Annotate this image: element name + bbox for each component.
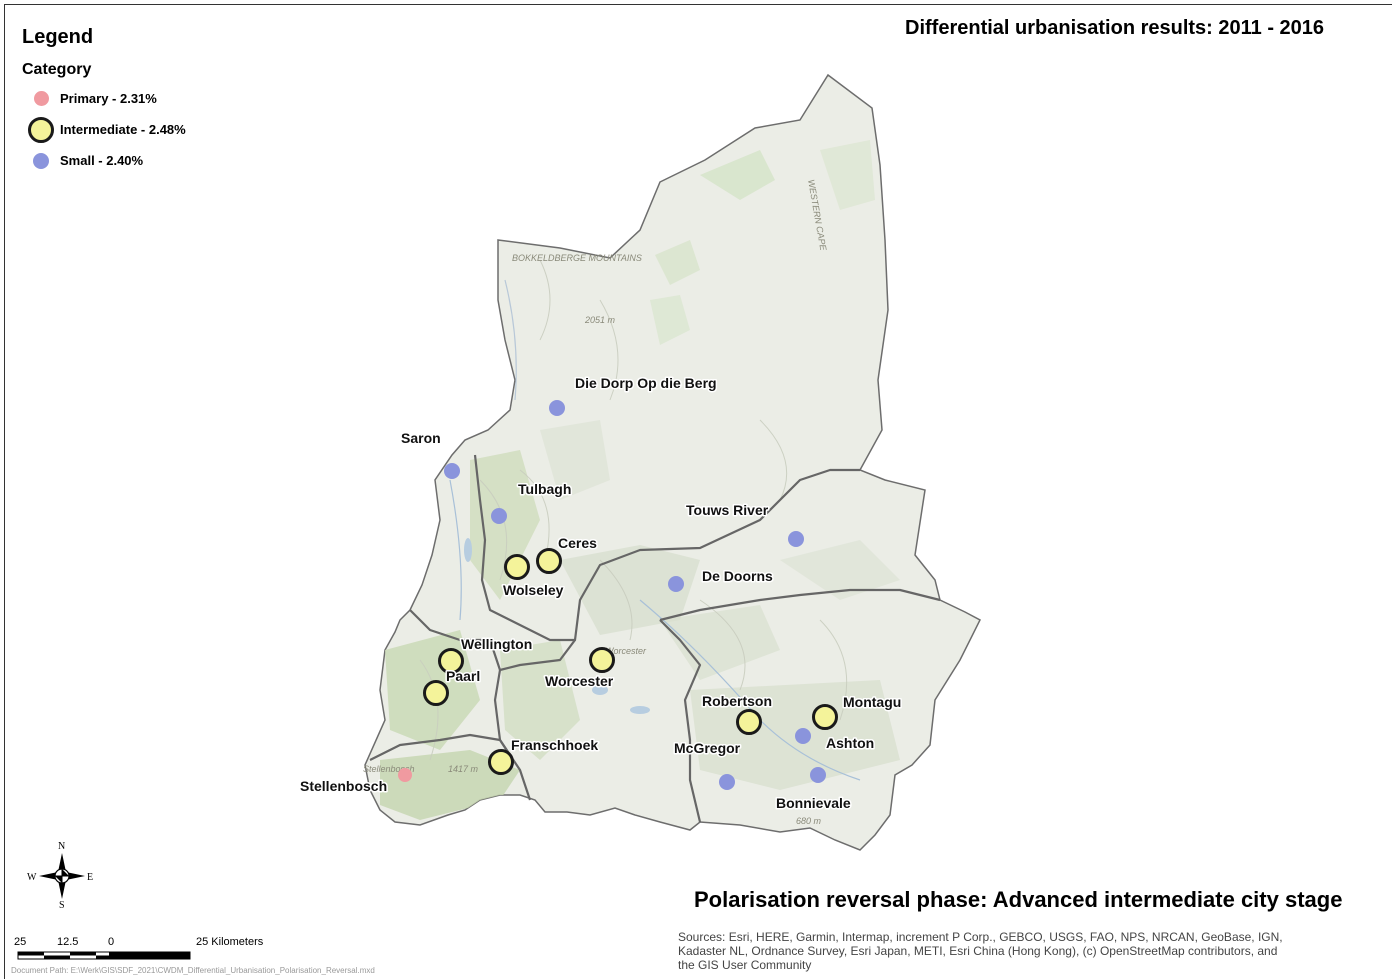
legend-category-label: Category: [22, 61, 92, 78]
town-label-stellenbosch: Stellenbosch: [300, 778, 387, 794]
basemap-label-peak-1417: 1417 m: [448, 764, 479, 774]
compass-s: S: [59, 900, 65, 911]
town-labels: Stellenbosch Paarl Wellington Franschhoe…: [299, 374, 903, 813]
town-marker-de-doorns[interactable]: [668, 576, 684, 592]
town-marker-bonnievale[interactable]: [810, 767, 826, 783]
basemap-label-worcester: Worcester: [605, 646, 647, 656]
scale-bar: [17, 951, 191, 960]
legend-title: Legend: [22, 26, 94, 48]
north-arrow: N S E W: [27, 841, 93, 911]
town-marker-wolseley[interactable]: [504, 554, 530, 580]
town-label-franschhoek: Franschhoek: [511, 737, 598, 753]
town-marker-stellenbosch[interactable]: [398, 768, 412, 782]
basemap-label-stellenbosch: Stellenbosch: [363, 764, 415, 774]
town-label-paarl: Paarl: [446, 668, 480, 684]
scale-label-25-km: 25 Kilometers: [196, 936, 264, 948]
sources-line-3: the GIS User Community: [678, 958, 812, 972]
town-marker-robertson[interactable]: [736, 709, 762, 735]
scale-bar-labels: 25 12.5 0 25 Kilometers: [14, 936, 314, 950]
town-marker-tulbagh[interactable]: [491, 508, 507, 524]
legend-label-small: Small - 2.40%: [60, 153, 144, 168]
basemap-label-mountains: BOKKELDBERGE MOUNTAINS: [512, 253, 642, 263]
town-label-ceres: Ceres: [558, 535, 597, 551]
scale-label-12-5: 12.5: [57, 936, 79, 948]
document-path: Document Path: E:\Werk\GIS\SDF_2021\CWDM…: [11, 966, 375, 975]
town-marker-ashton[interactable]: [795, 728, 811, 744]
town-label-worcester: Worcester: [545, 673, 614, 689]
town-marker-ceres[interactable]: [536, 548, 562, 574]
map-frame: [4, 4, 1392, 979]
town-label-tulbagh: Tulbagh: [518, 481, 571, 497]
compass-e: E: [87, 872, 93, 883]
primary-dot-icon: [33, 91, 49, 106]
town-label-saron: Saron: [401, 430, 441, 446]
town-marker-montagu[interactable]: [812, 704, 838, 730]
phase-subtitle: Polarisation reversal phase: Advanced in…: [694, 887, 1343, 912]
town-label-de-doorns: De Doorns: [702, 568, 773, 584]
town-marker-mcgregor[interactable]: [719, 774, 735, 790]
small-dot-icon: [33, 152, 49, 169]
municipal-boundaries: [369, 454, 941, 823]
town-marker-franschhoek[interactable]: [488, 749, 514, 775]
town-label-wellington: Wellington: [461, 636, 532, 652]
sources-credit: Sources: Esri, HERE, Garmin, Intermap, i…: [678, 930, 1392, 972]
scale-label-25: 25: [14, 936, 27, 948]
legend-item-intermediate: Intermediate - 2.48%: [22, 114, 186, 145]
town-label-die-dorp-op-die-berg: Die Dorp Op die Berg: [575, 375, 717, 391]
legend: Legend Category Primary - 2.31% Intermed…: [22, 26, 186, 176]
town-markers: [398, 400, 838, 790]
town-label-bonnievale: Bonnievale: [776, 795, 851, 811]
basemap-label-peak-680: 680 m: [796, 816, 822, 826]
legend-item-small: Small - 2.40%: [22, 145, 186, 176]
legend-label-intermediate: Intermediate - 2.48%: [60, 122, 186, 137]
compass-n: N: [58, 841, 65, 852]
scale-label-0: 0: [108, 936, 115, 948]
compass-w: W: [27, 872, 37, 883]
basemap-label-peak-2051: 2051 m: [584, 315, 616, 325]
sources-line-1: Sources: Esri, HERE, Garmin, Intermap, i…: [678, 930, 1283, 944]
town-label-robertson: Robertson: [702, 693, 772, 709]
legend-item-primary: Primary - 2.31%: [22, 83, 186, 114]
town-marker-touws-river[interactable]: [788, 531, 804, 547]
town-marker-wellington[interactable]: [438, 648, 464, 674]
town-marker-worcester[interactable]: [589, 647, 615, 673]
town-label-montagu: Montagu: [843, 694, 901, 710]
legend-label-primary: Primary - 2.31%: [60, 91, 157, 106]
town-marker-saron[interactable]: [444, 463, 460, 479]
sources-line-2: Kadaster NL, Ordnance Survey, Esri Japan…: [678, 944, 1278, 958]
town-label-touws-river: Touws River: [686, 502, 769, 518]
town-label-mcgregor: McGregor: [674, 740, 741, 756]
map-title: Differential urbanisation results: 2011 …: [905, 17, 1325, 39]
town-label-wolseley: Wolseley: [503, 582, 564, 598]
intermediate-dot-icon: [28, 116, 54, 143]
town-marker-paarl[interactable]: [423, 680, 449, 706]
town-label-ashton: Ashton: [826, 735, 874, 751]
town-marker-die-dorp-op-die-berg[interactable]: [549, 400, 565, 416]
